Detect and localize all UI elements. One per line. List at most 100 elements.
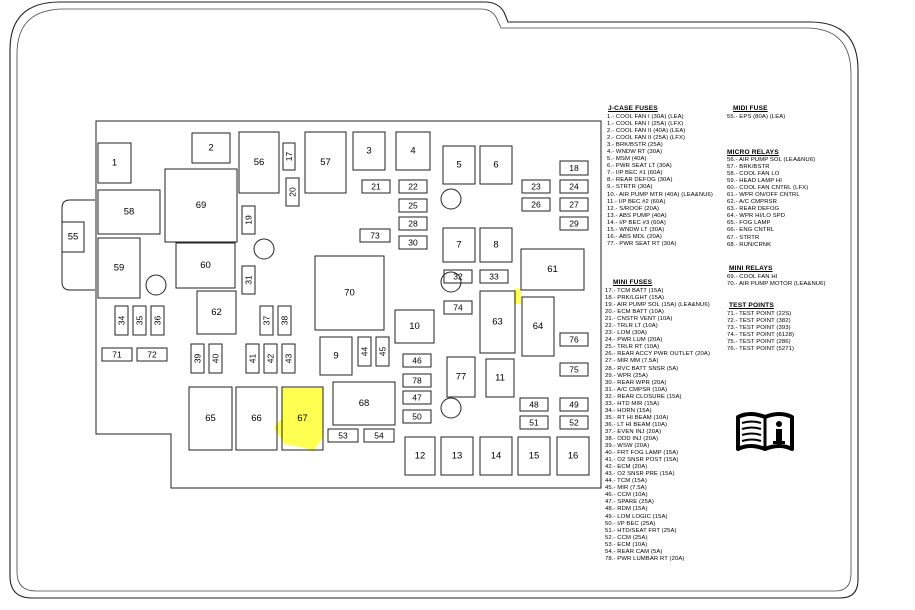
fuse-label: 52 [569,418,579,428]
relay-9: 9 [319,336,353,376]
relay-13: 13 [440,436,474,476]
fuse-outline [150,305,165,336]
fuse-outline [559,397,589,412]
relay-5: 5 [442,145,476,185]
relay-62: 62 [196,290,237,335]
relay-outline [196,290,237,335]
fuse-outline [402,373,432,388]
relay-label: 9 [333,351,338,362]
screw-hole [440,271,462,293]
fuse-outline [190,343,205,374]
fuse-box-inner-outline [16,8,852,592]
fuse-outline [357,336,372,367]
relay-55: 55 [61,221,85,253]
owners-manual-icon [736,412,794,451]
screw-hole [440,397,462,419]
fuse-outline [519,415,549,430]
fuse-18: 18 [559,160,589,176]
relay-16: 16 [556,436,590,476]
fuse-outline [559,332,589,347]
fuse-31: 31 [241,265,256,295]
relay-label: 11 [495,373,505,384]
fuse-label: 78 [412,376,422,386]
fuse-outline [402,353,432,368]
fuse-label: 37 [262,316,272,326]
fuse-48: 48 [519,397,549,412]
fuse-outline [277,305,292,336]
fuse-outline [101,347,133,362]
fuse-outline [263,343,278,374]
relay-56: 56 [238,131,280,194]
fuse-outline [285,177,300,207]
fuse-outline [398,198,428,213]
relay-65: 65 [188,386,233,451]
relay-label: 70 [344,288,355,299]
relay-label: 3 [366,146,371,157]
relay-label: 10 [409,321,420,332]
relay-label: 64 [533,321,544,332]
fuse-label: 38 [280,316,290,326]
relay-15: 15 [517,436,551,476]
relay-outline [479,290,516,354]
fuse-75: 75 [559,362,589,377]
relay-8: 8 [479,227,513,263]
fuse-outline [443,300,473,315]
relay-outline [521,296,555,357]
relay-outline [479,227,513,263]
relay-label: 2 [208,143,213,154]
fuse-40: 40 [208,343,223,374]
fuse-37: 37 [259,305,274,336]
relay-outline [191,132,231,164]
fuse-label: 71 [112,350,122,360]
relay-outline [164,168,238,243]
fuse-label: 17 [284,152,294,162]
fuse-25: 25 [398,198,428,213]
relay-outline [332,381,396,426]
fuse-71: 71 [101,347,133,362]
relay-61: 61 [520,248,585,291]
relay-outline [394,309,435,344]
fuse-outline [259,305,274,336]
fuse-51: 51 [519,415,549,430]
fuse-label: 72 [147,350,157,360]
fuse-23: 23 [521,179,551,194]
relay-outline [97,237,141,299]
relay-label: 69 [196,200,207,211]
fuse-outline [519,397,549,412]
fuse-label: 30 [408,238,418,248]
fuse-outline [559,160,589,176]
fuse-outline [282,142,296,171]
fuse-43: 43 [281,343,296,374]
relay-label: 13 [452,451,463,462]
relay-label: 60 [200,260,211,271]
fuse-33: 33 [479,269,509,284]
relay-label: 6 [493,160,498,171]
fuse-44: 44 [357,336,372,367]
relay-outline [319,336,353,376]
relay-12: 12 [404,436,436,476]
relay-outline [314,255,385,331]
highlight-mark [514,289,521,304]
fuse-label: 75 [569,365,579,375]
relay-66: 66 [235,386,278,451]
screw-hole [145,274,167,296]
fuse-outline [114,305,129,336]
relay-7: 7 [442,227,476,263]
fuse-label: 43 [284,354,294,364]
fuse-19: 19 [241,205,256,235]
relay-outline [479,145,513,185]
highlight-mark [274,388,323,452]
relay-64: 64 [521,296,555,357]
fuse-label: 33 [489,272,499,282]
fuse-34: 34 [114,305,129,336]
fuse-label: 21 [371,182,381,192]
fuse-box-housing-outline [9,1,859,599]
fuse-outline [559,197,589,212]
relay-63: 63 [479,290,516,354]
fuse-outline [443,269,473,284]
fuse-45: 45 [375,336,390,367]
fuse-outline [375,336,390,367]
fuse-label: 40 [211,354,221,364]
fuse-20: 20 [285,177,300,207]
fuse-outline [359,228,391,243]
